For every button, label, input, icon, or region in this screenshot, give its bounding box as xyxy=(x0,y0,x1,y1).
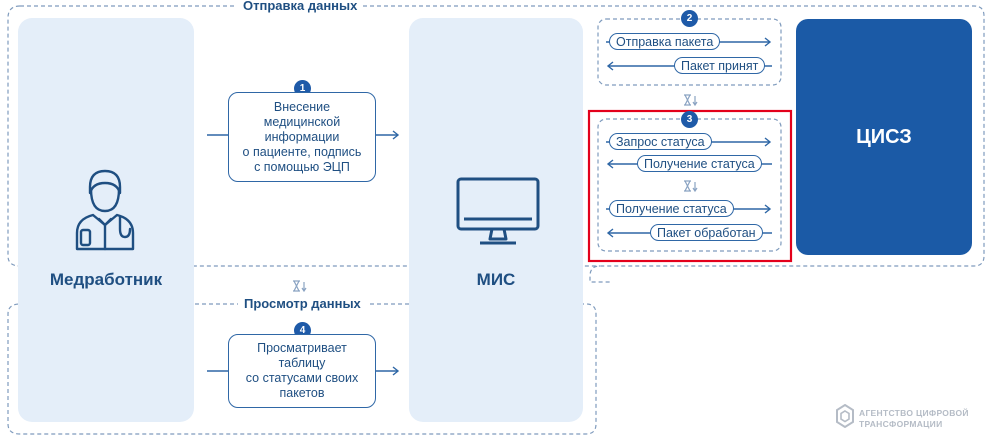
step4-text-line: со статусами своих xyxy=(245,371,359,385)
step4-text-line: пакетов xyxy=(279,386,325,400)
send-package-pill: Отправка пакета xyxy=(609,33,721,50)
cisz-label: ЦИСЗ xyxy=(856,125,912,148)
arrow-left-icon xyxy=(606,228,614,238)
arrow-right-icon xyxy=(392,366,400,376)
agency-logo-icon xyxy=(836,404,854,428)
doctor-icon xyxy=(75,169,135,251)
arrow-right-icon xyxy=(764,137,772,147)
step1-text-line: о пациенте, подпись xyxy=(242,144,362,159)
view-group-label: Просмотр данных xyxy=(238,296,367,311)
step4-box: Просматривает таблицу со статусами своих… xyxy=(228,334,376,408)
status-response-pill-2: Получение статуса xyxy=(609,200,734,217)
step1-text-line: Внесение xyxy=(273,99,331,114)
arrow-left-icon xyxy=(606,61,614,71)
cisz-actor: ЦИСЗ xyxy=(796,19,972,255)
mis-label: МИС xyxy=(476,270,516,289)
arrow-left-icon xyxy=(606,159,614,169)
step4-text-line: Просматривает xyxy=(257,341,347,355)
package-processed-pill: Пакет обработан xyxy=(650,224,763,241)
step3-badge: 3 xyxy=(681,111,698,128)
medworker-actor xyxy=(18,18,194,422)
hourglass-icon xyxy=(684,180,698,193)
status-request-pill: Запрос статуса xyxy=(609,133,712,150)
step1-box: Внесение медицинской информации о пациен… xyxy=(228,92,376,182)
send-group-border xyxy=(20,5,985,283)
step1-text-line: медицинской xyxy=(263,114,341,129)
arrow-right-icon xyxy=(764,204,772,214)
step4-text-line: таблицу xyxy=(278,356,326,370)
send-group-label: Отправка данных xyxy=(237,0,364,13)
agency-watermark: АГЕНТСТВО ЦИФРОВОЙ ТРАНСФОРМАЦИИ xyxy=(859,408,969,430)
monitor-icon xyxy=(456,177,540,245)
view-group-border xyxy=(7,303,597,435)
agency-watermark-line2: ТРАНСФОРМАЦИИ xyxy=(859,419,943,429)
step2-badge: 2 xyxy=(681,10,698,27)
hourglass-icon xyxy=(293,280,307,293)
step1-text-line: информации xyxy=(264,129,340,144)
package-accepted-pill: Пакет принят xyxy=(674,57,766,74)
hourglass-icon xyxy=(684,94,698,107)
agency-watermark-line1: АГЕНТСТВО ЦИФРОВОЙ xyxy=(859,408,969,418)
arrow-right-icon xyxy=(392,130,400,140)
arrow-right-icon xyxy=(764,37,772,47)
step2-frame xyxy=(597,18,782,86)
status-response-pill: Получение статуса xyxy=(637,155,762,172)
step1-text-line: с помощью ЭЦП xyxy=(254,159,350,174)
medworker-label: Медработник xyxy=(49,270,163,289)
